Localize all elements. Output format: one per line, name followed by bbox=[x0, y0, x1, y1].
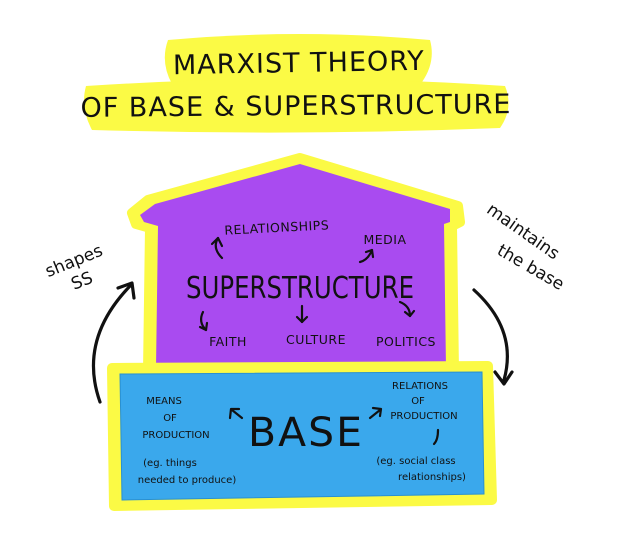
means-note-1: (eg. things bbox=[143, 458, 197, 469]
title-highlight bbox=[84, 34, 509, 133]
superstructure-arrows bbox=[198, 236, 416, 332]
means-line-2: OF bbox=[163, 413, 177, 424]
relations-line-2: OF bbox=[411, 396, 425, 407]
relations-line-1: RELATIONS bbox=[392, 381, 448, 392]
means-line-3: PRODUCTION bbox=[142, 430, 209, 441]
relationships-label: RELATIONSHIPS bbox=[224, 217, 330, 237]
title-line-2: OF BASE & SUPERSTRUCTURE bbox=[80, 89, 511, 124]
superstructure-label: SUPERSTRUCTURE bbox=[186, 271, 414, 306]
title-line-1: MARXIST THEORY bbox=[173, 46, 425, 81]
base-label: BASE bbox=[248, 410, 364, 456]
means-note-2: needed to produce) bbox=[138, 475, 237, 486]
relations-note-1: (eg. social class bbox=[376, 456, 455, 467]
politics-label: POLITICS bbox=[376, 334, 436, 349]
culture-label: CULTURE bbox=[286, 332, 346, 347]
maintains-arrow bbox=[472, 288, 514, 386]
faith-label: FAITH bbox=[209, 334, 247, 349]
media-label: MEDIA bbox=[363, 232, 406, 247]
base-arrows bbox=[228, 406, 440, 446]
relations-note-2: relationships) bbox=[398, 472, 466, 483]
shapes-arrow bbox=[91, 281, 136, 404]
relations-line-3: PRODUCTION bbox=[390, 411, 457, 422]
superstructure-house bbox=[127, 153, 465, 377]
base-box bbox=[107, 361, 497, 511]
means-line-1: MEANS bbox=[146, 396, 182, 407]
